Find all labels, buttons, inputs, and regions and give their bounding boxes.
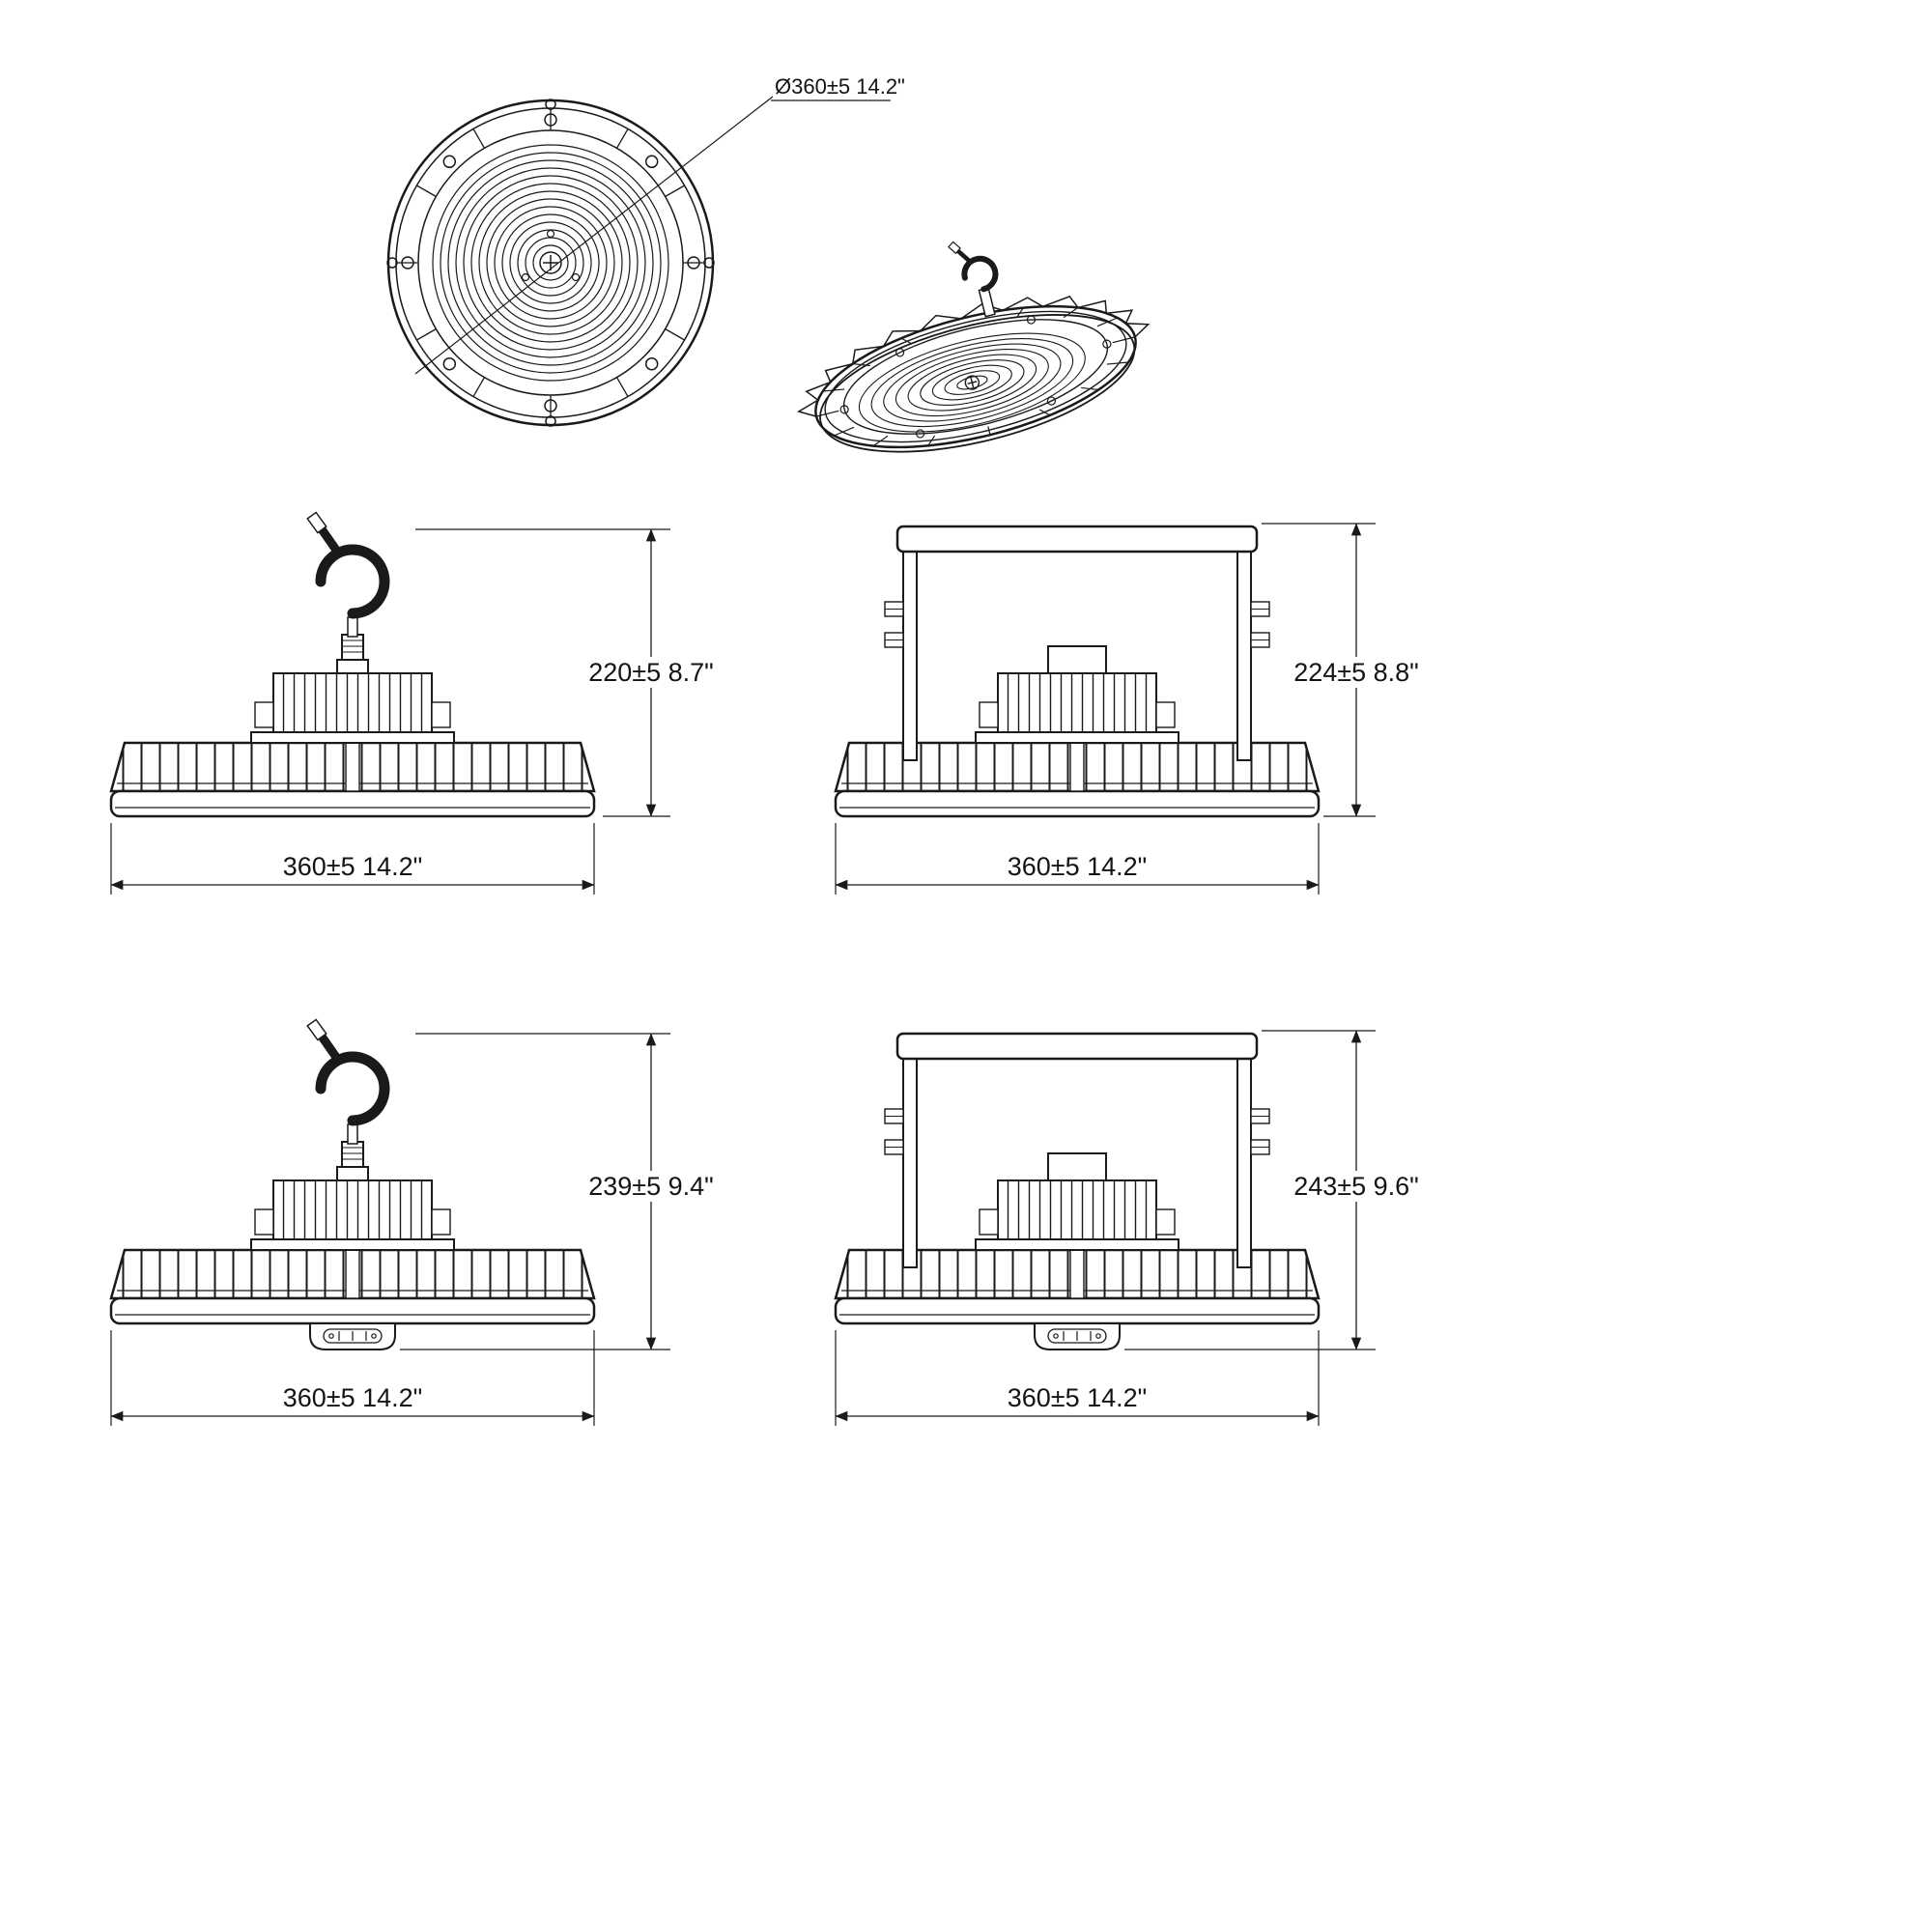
width-dimension-label: 360±5 14.2" xyxy=(283,1383,423,1412)
width-dimension-label: 360±5 14.2" xyxy=(1008,1383,1148,1412)
sensor-module xyxy=(309,1322,396,1350)
top-view xyxy=(386,99,715,427)
height-dimension-label: 220±5 8.7" xyxy=(588,658,714,687)
mounting-tab-ring xyxy=(396,108,705,417)
height-dimension-bracket: 224±5 8.8" xyxy=(1262,523,1422,817)
diameter-label: Ø360±5 14.2" xyxy=(775,74,905,99)
height-dimension-label: 224±5 8.8" xyxy=(1293,658,1419,687)
iso-fin-teeth xyxy=(796,295,1151,417)
iso-lens-rings xyxy=(858,332,1086,433)
side-view-hook-sensor xyxy=(109,1019,596,1350)
side-view-bracket-sensor xyxy=(834,1032,1321,1350)
center-screw xyxy=(521,229,581,282)
hook-mount xyxy=(307,512,384,673)
width-dimension-label: 360±5 14.2" xyxy=(283,852,423,881)
height-dimension-hook-sensor: 239±5 9.4" xyxy=(400,1033,717,1350)
width-dimension-label: 360±5 14.2" xyxy=(1008,852,1148,881)
fixture-body xyxy=(109,1179,596,1325)
hook-mount xyxy=(307,1019,384,1180)
isometric-view xyxy=(796,241,1151,453)
diameter-leader-line xyxy=(414,96,774,375)
height-dimension-label: 243±5 9.6" xyxy=(1293,1172,1419,1201)
diameter-dimension: Ø360±5 14.2" xyxy=(414,74,905,375)
lens-rings xyxy=(432,144,669,382)
height-dimension-label: 239±5 9.4" xyxy=(588,1172,714,1201)
height-dimension-bracket-sensor: 243±5 9.6" xyxy=(1124,1030,1422,1350)
width-dimension-bracket: 360±5 14.2" xyxy=(835,823,1320,895)
width-dimension-hook-sensor: 360±5 14.2" xyxy=(110,1330,595,1426)
side-view-bracket xyxy=(834,525,1321,818)
width-dimension-hook: 360±5 14.2" xyxy=(110,823,595,895)
height-dimension-hook: 220±5 8.7" xyxy=(415,528,717,817)
fixture-body xyxy=(109,671,596,818)
iso-ring-screws xyxy=(839,315,1112,439)
iso-hook xyxy=(948,241,999,318)
width-dimension-bracket-sensor: 360±5 14.2" xyxy=(835,1330,1320,1426)
ring-screws xyxy=(386,99,715,427)
side-view-hook xyxy=(109,512,596,818)
sensor-module xyxy=(1034,1322,1121,1350)
iso-rim-ticks xyxy=(815,306,1136,447)
